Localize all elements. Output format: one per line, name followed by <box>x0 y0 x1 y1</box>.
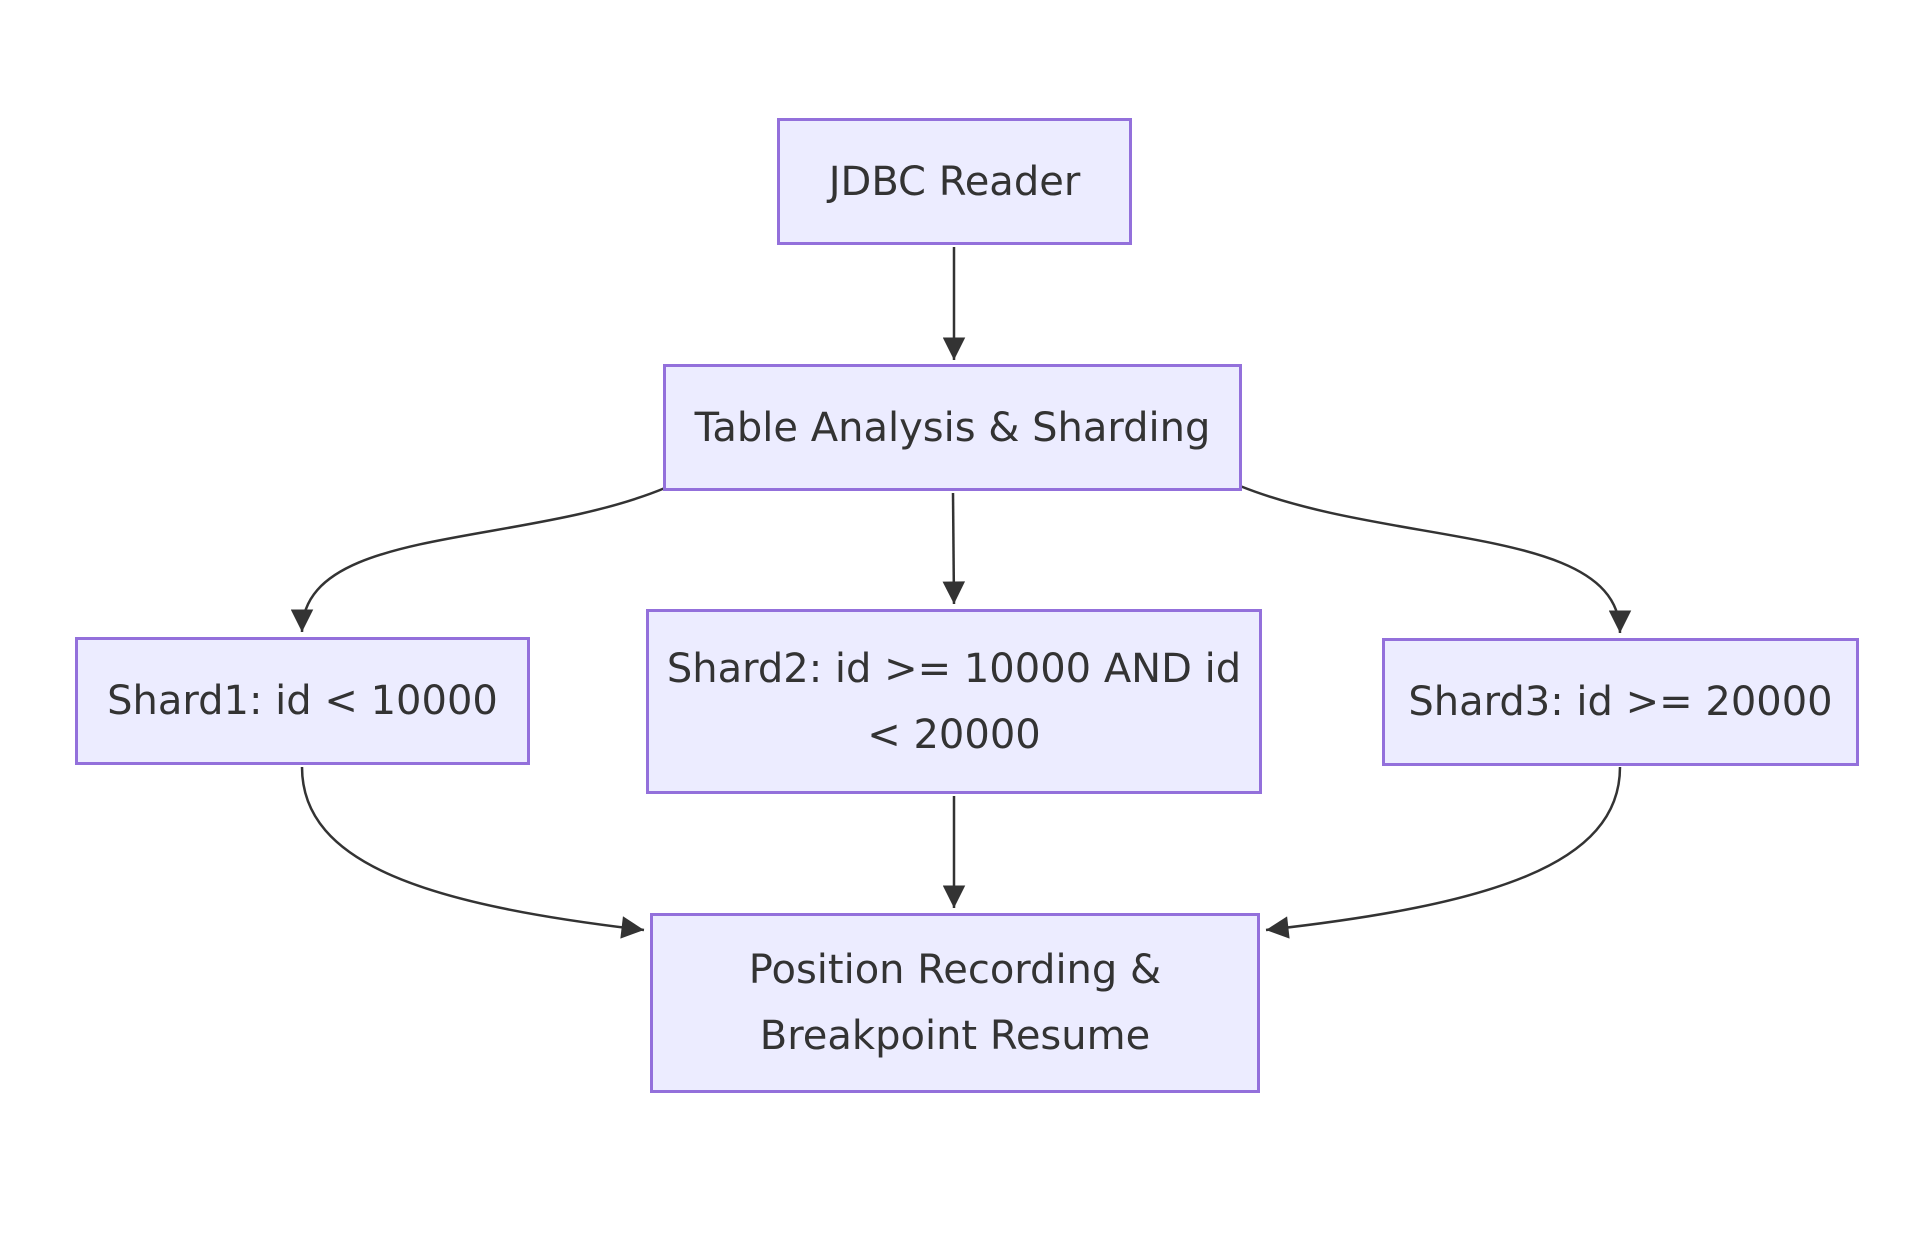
node-label: JDBC Reader <box>828 158 1081 205</box>
edge-table-to-shard3 <box>1239 484 1632 634</box>
edge-shard1-to-position <box>300 766 645 939</box>
node-label: Shard3: id >= 20000 <box>1408 679 1833 725</box>
node-label: Shard1: id < 10000 <box>107 678 498 724</box>
node-jdbc-reader: JDBC Reader <box>777 118 1132 245</box>
node-label-line1: Shard2: id >= 10000 AND id <box>666 645 1242 692</box>
edge-table-to-shard2 <box>942 492 966 605</box>
node-label-line1: Position Recording & <box>748 947 1162 993</box>
node-shard1: Shard1: id < 10000 <box>75 637 530 765</box>
node-shard3: Shard3: id >= 20000 <box>1382 638 1859 766</box>
node-label: Table Analysis & Sharding <box>694 404 1211 451</box>
node-position-recording-breakpoint-resume: Position Recording & Breakpoint Resume <box>650 913 1260 1093</box>
node-shard2: Shard2: id >= 10000 AND id < 20000 <box>646 609 1262 794</box>
node-table-analysis-sharding: Table Analysis & Sharding <box>663 364 1242 491</box>
node-label-line2: < 20000 <box>867 711 1041 758</box>
edge-table-to-shard1 <box>290 486 666 633</box>
node-label-line2: Breakpoint Resume <box>759 1013 1151 1059</box>
edge-shard3-to-position <box>1265 766 1622 939</box>
